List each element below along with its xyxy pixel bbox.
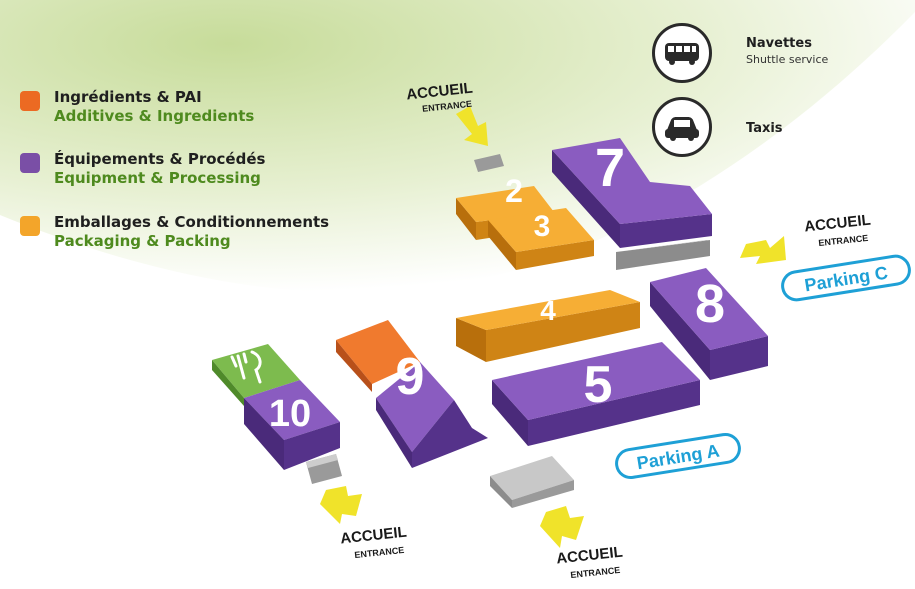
legend-swatch-purple	[20, 153, 40, 173]
entrance-label-bottom-left-fr: ACCUEIL	[339, 524, 407, 548]
entrance-label-bottom-right-fr: ACCUEIL	[555, 544, 623, 568]
hall-3-label: 3	[534, 210, 551, 243]
bus-icon	[652, 23, 712, 83]
entrance-arrow-top	[456, 106, 488, 146]
hall-7[interactable]	[552, 138, 712, 248]
parking-a-building	[490, 456, 574, 508]
hall-4[interactable]	[456, 290, 640, 362]
hall-8-label: 8	[695, 274, 725, 334]
entrance-label-bottom-left: ACCUEIL ENTRANCE	[339, 524, 407, 561]
entrance-label-bottom-right-en: ENTRANCE	[570, 565, 621, 580]
legend-label-fr: Ingrédients & PAI	[54, 88, 202, 106]
hall-5[interactable]	[492, 342, 700, 446]
taxi-icon	[652, 97, 712, 157]
legend-label-fr: Équipements & Procédés	[54, 150, 266, 168]
hall-2-entrance-block	[474, 154, 504, 172]
legend-item-packaging: Emballages & Conditionnements Packaging …	[20, 213, 400, 253]
hall-8[interactable]	[650, 268, 768, 380]
entrance-label-right: ACCUEIL ENTRANCE	[803, 212, 871, 249]
shuttle-title: Navettes	[746, 36, 812, 51]
hall-4-label: 4	[540, 295, 556, 326]
legend-label-en: Additives & Ingredients	[54, 107, 255, 125]
hall-7-label: 7	[595, 138, 625, 198]
hall-9[interactable]	[336, 320, 488, 468]
legend-swatch-yellow	[20, 216, 40, 236]
hall-3[interactable]	[488, 208, 594, 270]
hall-10-label: 10	[269, 393, 311, 435]
entrance-label-bottom-left-en: ENTRANCE	[354, 545, 405, 560]
legend-item-ingredients: Ingrédients & PAI Additives & Ingredient…	[20, 88, 400, 128]
entrance-arrow-bottom-right	[540, 506, 584, 548]
legend-swatch-orange	[20, 91, 40, 111]
legend-label-en: Packaging & Packing	[54, 232, 231, 250]
parking-a-label[interactable]: Parking A	[615, 432, 742, 480]
legend-label-en: Equipment & Processing	[54, 169, 261, 187]
taxi-title: Taxis	[746, 121, 783, 136]
hall-10-entrance-block	[306, 454, 342, 484]
legend-label-fr: Emballages & Conditionnements	[54, 213, 330, 231]
legend-item-equipment: Équipements & Procédés Equipment & Proce…	[20, 150, 400, 190]
parking-c-label[interactable]: Parking C	[781, 254, 912, 302]
entrance-label-top: ACCUEIL ENTRANCE	[405, 80, 473, 114]
entrance-label-right-fr: ACCUEIL	[803, 212, 871, 236]
entrance-label-top-fr: ACCUEIL	[405, 80, 473, 104]
entrance-label-bottom-right: ACCUEIL ENTRANCE	[555, 544, 623, 581]
hall-5-label: 5	[584, 356, 613, 414]
hall-9-label: 9	[396, 348, 425, 406]
entrance-label-right-en: ENTRANCE	[818, 233, 869, 248]
restaurant-icon	[230, 350, 262, 384]
entrance-arrow-right	[740, 236, 786, 264]
hall-2-label: 2	[505, 173, 523, 209]
hall-7-entrance-block	[616, 240, 710, 270]
shuttle-subtitle: Shuttle service	[746, 53, 829, 66]
entrance-arrow-bottom-left	[320, 486, 362, 524]
